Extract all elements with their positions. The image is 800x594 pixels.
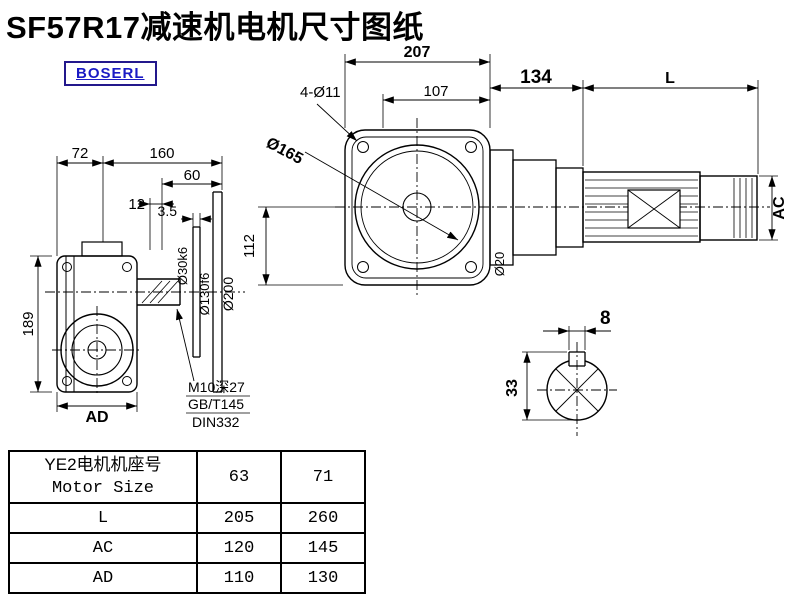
boserl-logo: BOSERL (64, 61, 157, 86)
dim-ac: AC (771, 196, 788, 220)
tap-spec-line3: DIN332 (192, 414, 240, 430)
dim-ad: AD (85, 409, 108, 426)
dim-207: 207 (404, 44, 431, 61)
dim-3-5: 3.5 (158, 203, 178, 219)
row-value: 130 (280, 562, 366, 594)
dim-12: 12 (128, 196, 145, 213)
row-label: AC (8, 532, 198, 564)
dim-72: 72 (72, 145, 89, 162)
label-flange-circle-dia: Ø165 (263, 135, 306, 168)
label-flange-dia: Ø200 (220, 277, 236, 311)
row-label: AD (8, 562, 198, 594)
table-row-L: L 205 260 (8, 502, 366, 534)
motor-size-table: YE2电机机座号 Motor Size 63 71 L 205 260 AC 1… (8, 450, 366, 594)
table-row-AC: AC 120 145 (8, 532, 366, 564)
dim-key-width: 8 (600, 308, 611, 329)
table-header-row: YE2电机机座号 Motor Size 63 71 (8, 450, 366, 504)
dim-60: 60 (184, 167, 201, 184)
header-line-en: Motor Size (51, 479, 155, 498)
table-row-AD: AD 110 130 (8, 562, 366, 594)
label-spigot-dia: Ø130f6 (197, 273, 212, 316)
row-value: 260 (280, 502, 366, 534)
row-value: 205 (196, 502, 282, 534)
tap-spec-line1: M10深27 (188, 379, 245, 395)
page-title: SF57R17减速机电机尺寸图纸 (6, 10, 424, 45)
side-view (258, 54, 778, 297)
row-value: 110 (196, 562, 282, 594)
front-view (30, 156, 250, 414)
row-label: L (8, 502, 198, 534)
frame-size-63: 63 (196, 450, 282, 504)
tap-spec-line2: GB/T145 (188, 396, 244, 412)
row-value: 145 (280, 532, 366, 564)
motor-size-header-cell: YE2电机机座号 Motor Size (8, 450, 198, 504)
frame-size-71: 71 (280, 450, 366, 504)
shaft-section-view (522, 326, 617, 436)
dim-134: 134 (520, 67, 552, 88)
label-motor-shaft-dia: Ø20 (492, 252, 507, 277)
label-bolt-holes: 4-Ø11 (300, 84, 341, 101)
dim-107: 107 (423, 83, 448, 100)
dim-height-over-key: 33 (504, 379, 521, 397)
dim-112: 112 (241, 234, 258, 258)
label-shaft-dia: Ø30k6 (175, 247, 190, 285)
row-value: 120 (196, 532, 282, 564)
dim-189: 189 (20, 311, 37, 336)
dim-160: 160 (149, 145, 174, 162)
dim-motor-length: L (665, 70, 675, 87)
header-line-cn: YE2电机机座号 (44, 455, 162, 474)
